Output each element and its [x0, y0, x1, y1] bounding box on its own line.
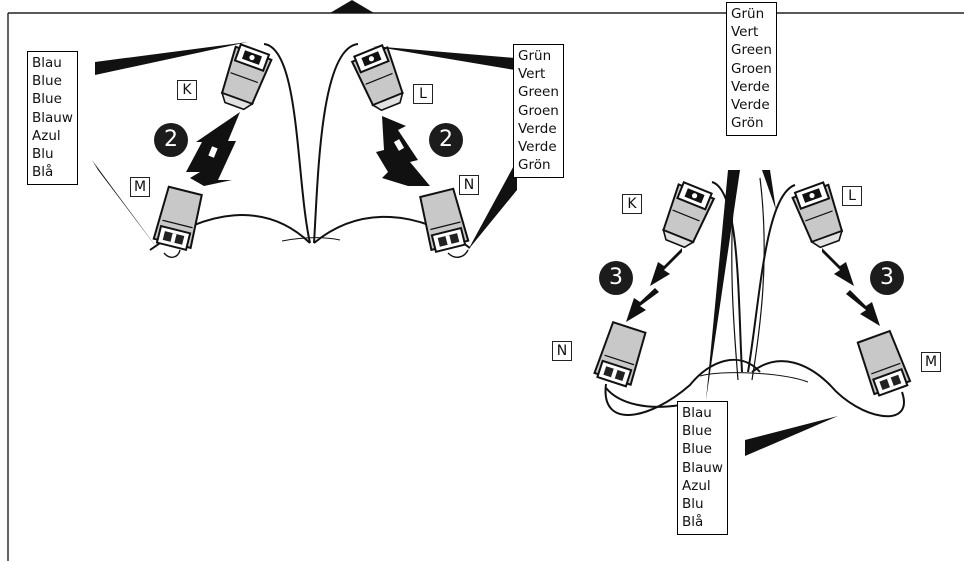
- label-line: Azul: [682, 477, 711, 494]
- left-arrows: [186, 112, 430, 186]
- step-badge-2-left: 2: [154, 123, 188, 157]
- left-leaders: [92, 42, 517, 252]
- tag-k-right: K: [622, 194, 642, 214]
- step-badge-2-right: 2: [429, 123, 463, 157]
- label-line: Blå: [682, 514, 704, 531]
- label-line: Blau: [32, 55, 62, 71]
- label-line: Verde: [518, 120, 557, 137]
- label-line: Groen: [518, 102, 559, 119]
- tag-m-left: M: [130, 177, 150, 197]
- color-label-green-left: Grün Vert Green Groen Verde Verde Grön: [513, 44, 564, 179]
- label-line: Grön: [731, 115, 764, 132]
- label-line: Grün: [731, 6, 765, 22]
- label-line: Blå: [32, 164, 54, 181]
- step-badge-3-left: 3: [599, 261, 633, 295]
- connector-n-right: [592, 320, 649, 389]
- tag-l-left: L: [413, 84, 433, 104]
- right-arrows: [626, 248, 880, 326]
- label-line: Grön: [518, 157, 551, 174]
- right-leaders: [706, 170, 838, 456]
- label-line: Verde: [518, 139, 557, 156]
- label-line: Vert: [518, 66, 546, 83]
- label-line: Green: [731, 42, 772, 59]
- label-line: Green: [518, 84, 559, 101]
- label-line: Blu: [32, 146, 54, 163]
- connector-l-right: [790, 180, 849, 252]
- color-label-blue-right: Blau Blue Blue Blauw Azul Blu Blå: [677, 401, 728, 536]
- label-line: Blauw: [682, 459, 723, 476]
- label-line: Verde: [731, 78, 770, 95]
- label-line: Blue: [32, 73, 62, 90]
- label-line: Blau: [682, 405, 712, 421]
- tag-m-right: M: [921, 352, 941, 372]
- label-line: Blauw: [32, 109, 73, 126]
- label-line: Blue: [682, 423, 712, 440]
- label-line: Blue: [32, 91, 62, 108]
- connector-k-left: [215, 42, 274, 114]
- tag-k-left: K: [177, 80, 197, 100]
- label-line: Verde: [731, 97, 770, 114]
- color-label-green-right: Grün Vert Green Groen Verde Verde Grön: [726, 2, 777, 137]
- color-label-blue-left: Blau Blue Blue Blauw Azul Blu Blå: [27, 51, 78, 186]
- label-line: Grün: [518, 48, 552, 64]
- label-line: Vert: [731, 24, 759, 41]
- tag-n-right: N: [552, 341, 572, 361]
- connector-l-left: [349, 42, 410, 115]
- tag-n-left: N: [459, 175, 479, 195]
- label-line: Azul: [32, 127, 61, 144]
- label-line: Blu: [682, 496, 704, 513]
- step-badge-3-right: 3: [870, 261, 904, 295]
- connector-n-left: [417, 187, 470, 254]
- label-line: Groen: [731, 60, 772, 77]
- tag-l-right: L: [842, 186, 862, 206]
- right-wires: [604, 177, 905, 418]
- connector-k-right: [656, 179, 717, 252]
- connector-m-left: [152, 185, 205, 252]
- label-line: Blue: [682, 441, 712, 458]
- connector-m-right: [854, 329, 913, 398]
- frame: [7, 0, 964, 561]
